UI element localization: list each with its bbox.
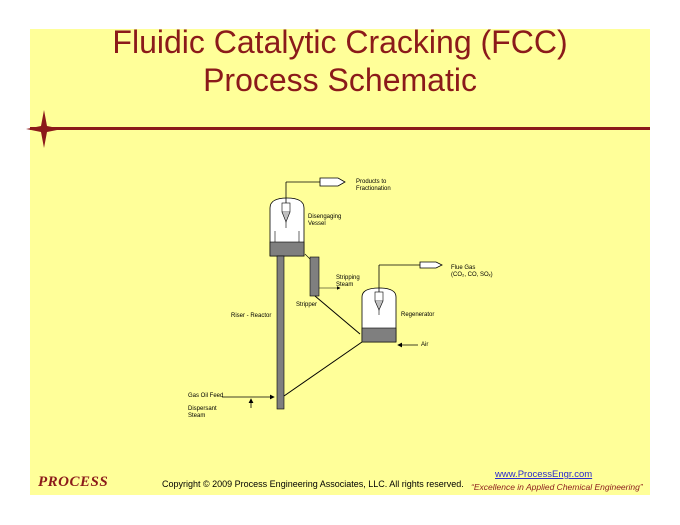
label-dispersant-steam: Dispersant Steam [188,406,217,420]
riser-reactor [276,255,285,410]
title-line-2: Process Schematic [203,62,477,98]
footer-tagline: “Excellence in Applied Chemical Engineer… [471,482,643,492]
slide-title: Fluidic Catalytic Cracking (FCC) Process… [0,23,680,99]
footer-logo: PROCESS [38,474,109,490]
label-products-line-2: Fractionation [356,186,391,192]
label-stripper: Stripper [296,302,318,308]
regenerator-cyclone-icon [374,265,384,315]
label-air: Air [421,342,429,348]
spent-catalyst-line [314,295,361,335]
label-dispersant-line-1: Dispersant [188,406,217,412]
title-rule [30,127,650,130]
label-disengaging-line-2: Vessel [308,221,326,227]
slide-background [30,29,650,495]
title-line-1: Fluidic Catalytic Cracking (FCC) [112,24,568,60]
label-regenerator: Regenerator [401,312,435,318]
footer-copyright: Copyright © 2009 Process Engineering Ass… [162,479,464,489]
label-disengaging-line-1: Disengaging [308,214,342,220]
label-flue-gas-composition: (CO₂, CO, SOₓ) [451,272,493,278]
products-outlet-line [286,177,346,187]
label-stripping-line-2: Steam [336,282,354,288]
label-disengaging-vessel: Disengaging Vessel [308,214,341,228]
label-products-line-1: Products to [356,179,387,185]
disengaging-cyclone-icon [281,182,291,228]
label-stripping-steam: Stripping Steam [336,275,360,289]
regenerated-catalyst-line [283,341,363,397]
label-gas-oil-feed: Gas Oil Feed [188,393,224,399]
disengaging-vessel [269,197,305,257]
star-ornament-icon [26,110,62,148]
label-stripping-line-1: Stripping [336,275,360,281]
stripping-steam-line [304,253,341,290]
label-riser-reactor: Riser - Reactor [231,313,272,319]
flue-gas-outlet-line [379,261,443,269]
footer-website-link[interactable]: www.ProcessEngr.com [495,469,593,480]
stripper [309,256,320,297]
label-dispersant-line-2: Steam [188,413,206,419]
label-flue-gas: Flue Gas (CO₂, CO, SOₓ) [451,265,493,279]
label-flue-gas-line-1: Flue Gas [451,265,476,271]
label-products-to-fractionation: Products to Fractionation [356,179,391,193]
